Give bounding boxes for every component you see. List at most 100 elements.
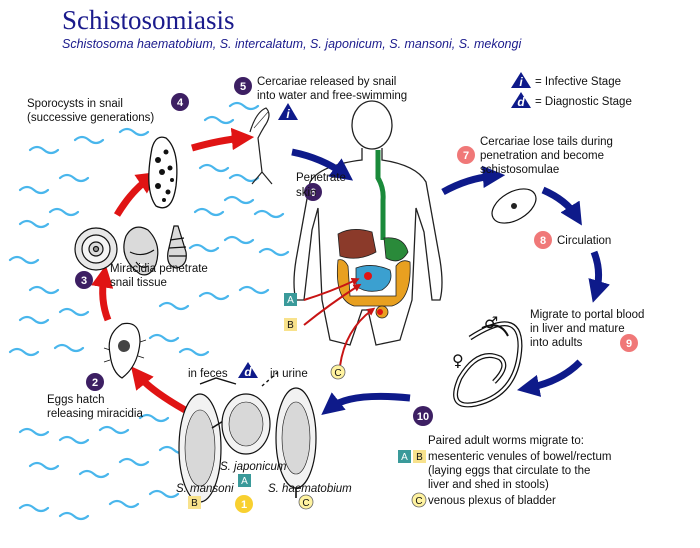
water-wave xyxy=(148,489,180,499)
water-wave xyxy=(28,285,60,295)
water-wave xyxy=(73,135,105,145)
bladder-site xyxy=(377,309,383,315)
water-wave xyxy=(48,207,80,217)
arrow-skin-to-schistosomulae xyxy=(441,165,506,196)
step-8-badge: 8 xyxy=(534,231,552,249)
water-wave xyxy=(78,469,110,479)
planorbid-snail xyxy=(74,227,118,271)
schistosomulum-illustration xyxy=(491,188,537,224)
label-s-mansoni: S. mansoni xyxy=(176,483,234,495)
liver xyxy=(337,229,377,259)
step-7-text-line-3: schistosomulae xyxy=(480,164,559,176)
svg-text:C: C xyxy=(334,368,341,379)
svg-text:7: 7 xyxy=(463,150,469,162)
egg-mansoni xyxy=(178,393,229,503)
male-symbol: ♂ xyxy=(484,313,498,332)
arrow-miracidia-to-snail xyxy=(91,264,114,322)
step-5-text-line-2: into water and free-swimming xyxy=(257,90,407,102)
step-9-text-line-1: Migrate to portal blood xyxy=(530,309,644,321)
water-wave xyxy=(118,127,150,137)
legend-diagnostic: d = Diagnostic Stage xyxy=(511,92,632,109)
svg-text:2: 2 xyxy=(92,377,98,389)
water-wave xyxy=(193,207,225,217)
step-9-text-line-3: into adults xyxy=(530,337,583,349)
water-wave xyxy=(58,173,90,183)
water-wave xyxy=(198,163,230,173)
small-intestine xyxy=(355,265,392,292)
step-6-badge: 6 xyxy=(304,183,322,201)
miracidium-illustration xyxy=(103,322,147,379)
step-10-letter-c: C xyxy=(411,492,427,508)
water-wave xyxy=(18,315,50,325)
step-3-text-line-1: Miracidia penetrate xyxy=(110,263,208,275)
step-7-text-line-2: penetration and become xyxy=(480,150,604,162)
human-organs xyxy=(336,150,411,319)
step-2-text-line-2: releasing miracidia xyxy=(47,408,143,420)
arrow-cercariae-to-skin xyxy=(291,148,354,181)
egg-source-lines xyxy=(199,371,279,387)
step-4-text-line-2: (successive generations) xyxy=(27,112,154,124)
water-wave xyxy=(18,427,50,437)
water-wave xyxy=(258,247,290,257)
step-10-text-line-1: Paired adult worms migrate to: xyxy=(428,435,584,447)
svg-text:C: C xyxy=(302,498,309,509)
oncomelania-snail xyxy=(167,225,187,269)
water-wave xyxy=(58,511,90,521)
adult-worms-illustration: ♀ ♂ xyxy=(452,313,523,408)
step-4-badge: 4 xyxy=(171,93,189,111)
step-10-text-line-4: liver and shed in stools) xyxy=(428,479,549,491)
egg-japonicum-letter: A xyxy=(238,474,251,487)
diagnostic-letter: d xyxy=(517,95,525,109)
egg-mansoni-letter: B xyxy=(188,496,201,509)
svg-text:d: d xyxy=(244,365,252,379)
water-wave xyxy=(138,413,170,423)
page-title: Schistosomiasis xyxy=(62,5,235,35)
human-body xyxy=(293,100,443,346)
water-wave xyxy=(178,347,210,357)
water-wave xyxy=(8,255,40,265)
step-6-text-line-2: skin xyxy=(296,187,316,199)
step-6-text-line-1: Penetrate xyxy=(296,172,346,184)
water-wave xyxy=(58,307,90,317)
svg-text:B: B xyxy=(191,498,198,509)
cycle-arrows xyxy=(91,127,610,415)
arrow-adults-to-eggs xyxy=(321,392,411,415)
step-7-text-line-1: Cercariae lose tails during xyxy=(480,136,613,148)
svg-text:A: A xyxy=(401,452,408,463)
water-wave xyxy=(188,243,220,253)
water-wave xyxy=(198,291,230,301)
arrow-snail-to-sporocyst xyxy=(113,171,160,217)
legend-infective: i = Infective Stage xyxy=(511,72,621,89)
svg-text:8: 8 xyxy=(540,235,546,247)
female-symbol: ♀ xyxy=(452,351,464,370)
water-wave xyxy=(203,115,235,125)
water-wave xyxy=(148,333,180,343)
label-in-urine: in urine xyxy=(270,368,308,380)
esophagus xyxy=(375,150,386,240)
water-wave xyxy=(98,425,130,435)
egg-japonicum xyxy=(221,393,271,455)
arrow-c-to-bladder xyxy=(339,307,376,367)
svg-text:i: i xyxy=(286,107,290,121)
diagnostic-stage-icon xyxy=(511,92,531,108)
water-wave xyxy=(58,435,90,445)
letter-a-badge: A xyxy=(284,293,297,306)
letter-b-badge: B xyxy=(284,318,297,331)
sporocyst-illustration xyxy=(148,136,178,209)
svg-text:A: A xyxy=(241,476,248,487)
svg-text:4: 4 xyxy=(177,97,184,109)
large-intestine xyxy=(336,259,411,307)
label-s-haematobium: S. haematobium xyxy=(268,483,352,495)
water-wave xyxy=(108,499,140,509)
egg-illustrations xyxy=(178,387,317,503)
water-wave xyxy=(8,347,40,357)
water-wave xyxy=(253,209,285,219)
svg-text:10: 10 xyxy=(417,411,429,423)
stomach xyxy=(383,237,409,262)
water-wave xyxy=(238,285,270,295)
arrow-schistosomulae-to-circulation xyxy=(541,186,582,226)
water-wave xyxy=(28,145,60,155)
letter-c-badge: C xyxy=(330,364,346,380)
water-wave xyxy=(18,219,50,229)
